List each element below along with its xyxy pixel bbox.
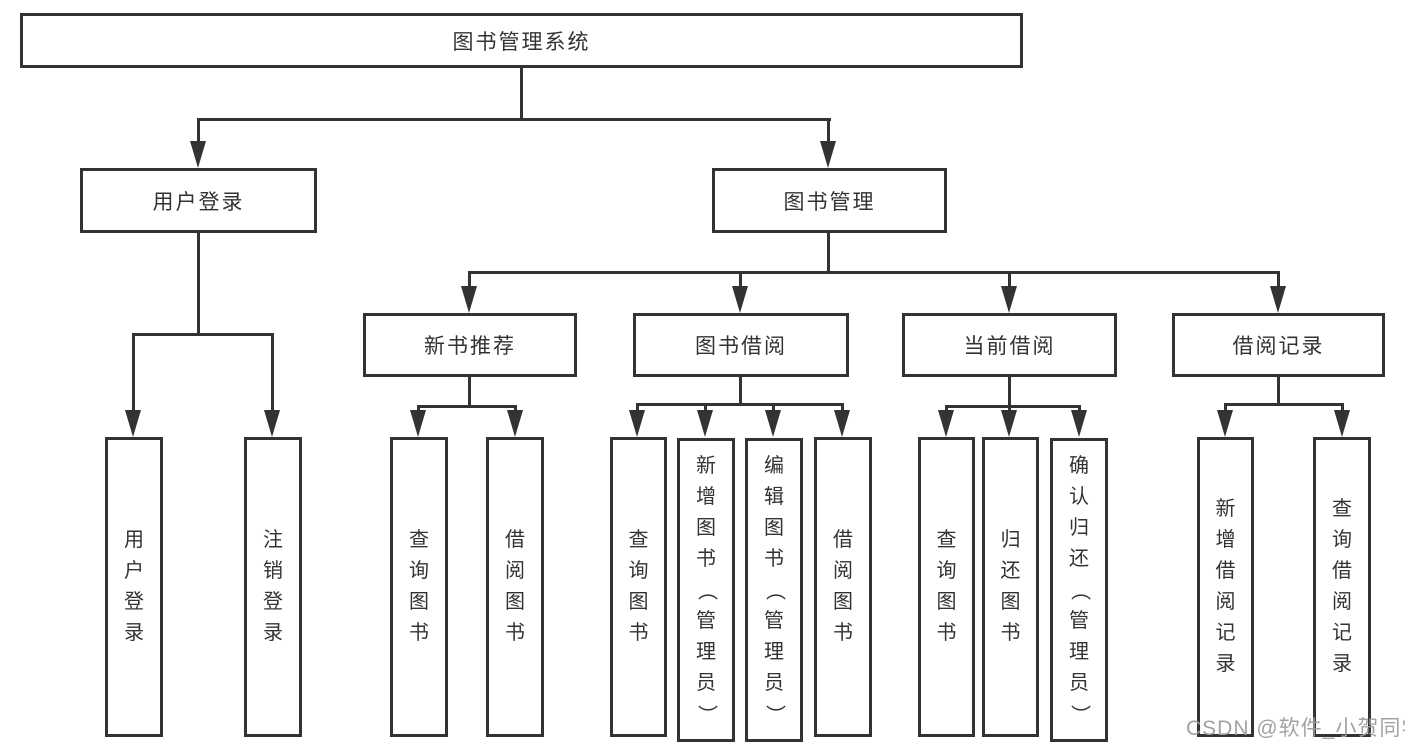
connector-currentborrow-rail [945, 405, 1081, 408]
arrow-to-book-borrow [732, 286, 748, 313]
leaf-bor-borrow-book-label: 借阅图书 [833, 529, 853, 644]
connector-borrowrecord-rail [1224, 403, 1344, 406]
leaf-record-query: 查询借阅记录 [1313, 437, 1371, 737]
leaf-bor-add-book: 新增图书（管理员） [677, 438, 735, 742]
node-borrow-record-label: 借阅记录 [1232, 335, 1325, 358]
connector-root-stem [520, 67, 523, 119]
arrow-to-bor-borrow-book [834, 410, 850, 437]
arrow-to-rec-borrow-book [507, 410, 523, 437]
arrow-to-record-add [1217, 410, 1233, 437]
connector-bookmgmt-drop-1 [468, 271, 471, 287]
leaf-cur-return-book-label: 归还图书 [1000, 529, 1021, 644]
leaf-rec-borrow-book: 借阅图书 [486, 437, 544, 737]
arrow-to-book-mgmt [820, 141, 836, 168]
connector-userlogin-rail [132, 333, 274, 336]
leaf-bor-edit-book-label: 编辑图书（管理员） [763, 454, 786, 725]
node-book-mgmt: 图书管理 [712, 168, 947, 233]
leaf-cur-query-book: 查询图书 [918, 437, 975, 737]
connector-borrowrecord-drop-1 [1224, 403, 1227, 411]
node-book-borrow-label: 图书借阅 [695, 335, 787, 358]
connector-bookmgmt-drop-3 [1008, 271, 1011, 287]
node-user-login: 用户登录 [80, 168, 317, 233]
connector-bookborrow-drop-4 [841, 403, 844, 411]
connector-currentborrow-drop-3 [1078, 405, 1081, 411]
node-current-borrow: 当前借阅 [902, 313, 1117, 377]
arrow-to-bor-edit-book [765, 410, 781, 437]
connector-root-rail [197, 118, 831, 121]
csdn-watermark: CSDN @软件_小贺同学 [1186, 717, 1405, 740]
connector-newbookrec-drop-2 [514, 405, 517, 411]
connector-bookmgmt-drop-2 [739, 271, 742, 287]
node-current-borrow-label: 当前借阅 [963, 335, 1056, 358]
node-borrow-record: 借阅记录 [1172, 313, 1385, 377]
leaf-bor-borrow-book: 借阅图书 [814, 437, 872, 737]
arrow-to-current-borrow [1001, 286, 1017, 313]
connector-currentborrow-stem [1008, 376, 1011, 407]
connector-userlogin-drop-1 [132, 333, 135, 411]
node-book-borrow: 图书借阅 [633, 313, 849, 377]
connector-root-drop-left [197, 118, 200, 144]
arrow-to-record-query [1334, 410, 1350, 437]
leaf-user-login-label: 用户登录 [124, 529, 144, 644]
leaf-bor-add-book-label: 新增图书（管理员） [695, 454, 718, 725]
connector-bookborrow-stem [739, 376, 742, 405]
connector-newbookrec-drop-1 [417, 405, 420, 411]
arrow-to-rec-query-book [410, 410, 426, 437]
connector-currentborrow-drop-1 [945, 405, 948, 411]
leaf-record-add-label: 新增借阅记录 [1215, 498, 1236, 675]
connector-root-drop-right [827, 118, 830, 144]
node-user-login-label: 用户登录 [152, 190, 245, 214]
leaf-logout-label: 注销登录 [263, 529, 283, 644]
arrow-to-cur-query-book [938, 410, 954, 437]
connector-bookmgmt-rail [468, 271, 1280, 274]
leaf-cur-confirm-return-label: 确认归还（管理员） [1068, 454, 1091, 725]
connector-bookborrow-rail [636, 403, 843, 406]
leaf-record-query-label: 查询借阅记录 [1332, 498, 1352, 675]
arrow-to-bor-add-book [697, 410, 713, 437]
connector-newbookrec-rail [417, 405, 517, 408]
leaf-record-add: 新增借阅记录 [1197, 437, 1254, 737]
leaf-cur-return-book: 归还图书 [982, 437, 1039, 737]
connector-bookborrow-drop-2 [704, 403, 707, 411]
arrow-to-leaf-user-login [125, 410, 141, 437]
leaf-bor-query-book-label: 查询图书 [628, 529, 649, 644]
connector-bookmgmt-stem [827, 232, 830, 274]
arrow-to-bor-query-book [629, 410, 645, 437]
leaf-user-login: 用户登录 [105, 437, 163, 737]
leaf-rec-borrow-book-label: 借阅图书 [505, 529, 525, 644]
connector-newbookrec-stem [468, 376, 471, 407]
connector-bookborrow-drop-1 [636, 403, 639, 411]
arrow-to-cur-confirm-return [1071, 410, 1087, 437]
leaf-rec-query-book: 查询图书 [390, 437, 448, 737]
leaf-cur-confirm-return: 确认归还（管理员） [1050, 438, 1108, 742]
leaf-rec-query-book-label: 查询图书 [409, 529, 429, 644]
connector-currentborrow-drop-2 [1008, 405, 1011, 411]
leaf-bor-edit-book: 编辑图书（管理员） [745, 438, 803, 742]
connector-borrowrecord-drop-2 [1341, 403, 1344, 411]
connector-userlogin-drop-2 [271, 333, 274, 411]
leaf-cur-query-book-label: 查询图书 [936, 529, 957, 644]
arrow-to-new-book-rec [461, 286, 477, 313]
node-new-book-rec: 新书推荐 [363, 313, 577, 377]
arrow-to-user-login [190, 141, 206, 168]
arrow-to-leaf-logout [264, 410, 280, 437]
leaf-logout: 注销登录 [244, 437, 302, 737]
connector-userlogin-stem [197, 232, 200, 336]
connector-bookborrow-drop-3 [772, 403, 775, 411]
arrow-to-cur-return-book [1001, 410, 1017, 437]
arrow-to-borrow-record [1270, 286, 1286, 313]
leaf-bor-query-book: 查询图书 [610, 437, 667, 737]
node-book-mgmt-label: 图书管理 [783, 190, 876, 214]
connector-borrowrecord-stem [1277, 376, 1280, 405]
node-root-label: 图书管理系统 [452, 30, 591, 54]
node-root: 图书管理系统 [20, 13, 1023, 68]
node-new-book-rec-label: 新书推荐 [424, 335, 516, 358]
connector-bookmgmt-drop-4 [1277, 271, 1280, 287]
